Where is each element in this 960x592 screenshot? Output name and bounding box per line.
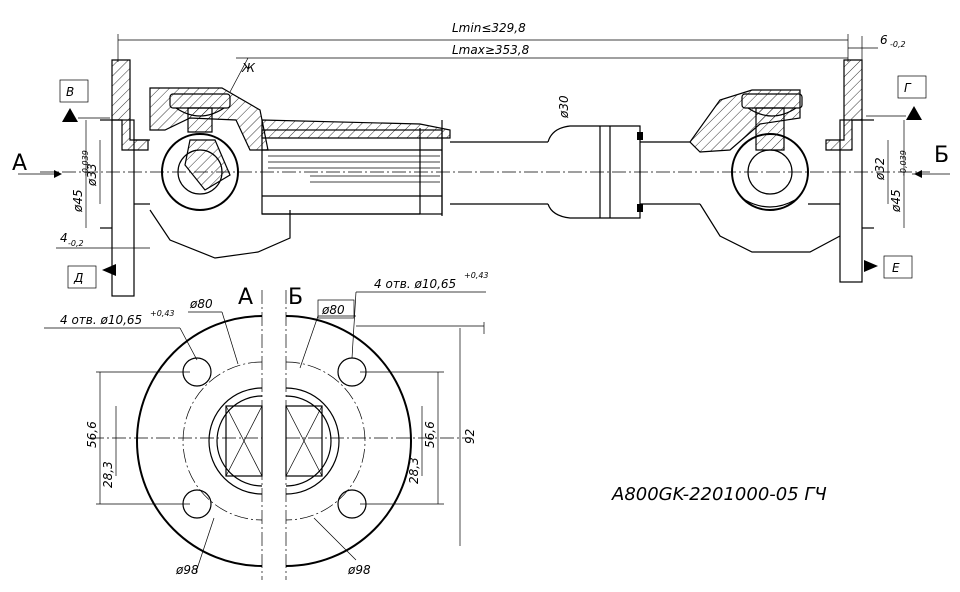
- base-d: Д: [73, 271, 83, 285]
- view-a-label: А: [12, 151, 27, 176]
- d45-right-tol: -0,039: [899, 150, 908, 176]
- d45-right-dim: ø45: [889, 189, 903, 213]
- view-b-title: Б: [288, 285, 303, 310]
- base-v: В: [66, 85, 74, 99]
- six-tol: -0,2: [890, 40, 906, 49]
- l566-left: 56,6: [85, 421, 99, 448]
- lmax-dim: Lmax≥353,8: [452, 43, 530, 57]
- six-dim: 6: [880, 33, 888, 47]
- view-b-label: Б: [934, 143, 949, 168]
- l92: 92: [463, 429, 477, 444]
- d45-left-dim: ø45: [71, 189, 85, 213]
- flange-views: А Б: [90, 285, 470, 580]
- view-a-title: А: [238, 285, 253, 310]
- holes-left: 4 отв. ø10,65: [60, 313, 142, 327]
- d32-dim: ø32: [873, 157, 887, 181]
- l283-right: 28,3: [407, 457, 421, 484]
- d98-left: ø98: [175, 563, 199, 577]
- d33-dim: ø33: [85, 163, 99, 187]
- four-dim: 4: [60, 231, 68, 245]
- lmin-dim: Lmin≤329,8: [452, 21, 526, 35]
- holes-right-tol: +0,43: [464, 271, 489, 280]
- l566-right: 56,6: [423, 421, 437, 448]
- base-marks: В Д Г Е А Б: [12, 75, 950, 289]
- d80-left: ø80: [189, 297, 213, 311]
- part-number: A800GK-2201000-05 ГЧ: [611, 484, 827, 505]
- detail-zh: Ж: [241, 61, 256, 75]
- bottom-dimensions: 4 отв. ø10,65 +0,43 ø80 ø80 4 отв. ø10,6…: [44, 271, 489, 577]
- shaft-assembly: [40, 59, 930, 297]
- holes-left-tol: +0,43: [150, 309, 175, 318]
- d30-dim: ø30: [557, 95, 571, 119]
- d80-right: ø80: [321, 303, 345, 317]
- l283-left: 28,3: [101, 461, 115, 488]
- d98-right: ø98: [347, 563, 371, 577]
- holes-right: 4 отв. ø10,65: [374, 277, 456, 291]
- top-dimensions: Lmin≤329,8 Lmax≥353,8 6 -0,2 ø30 Ж ø45 -…: [56, 21, 908, 249]
- base-g: Г: [904, 81, 912, 95]
- four-tol: -0,2: [68, 239, 84, 248]
- d45-left-tol: -0,039: [81, 150, 90, 176]
- base-e: Е: [892, 261, 900, 275]
